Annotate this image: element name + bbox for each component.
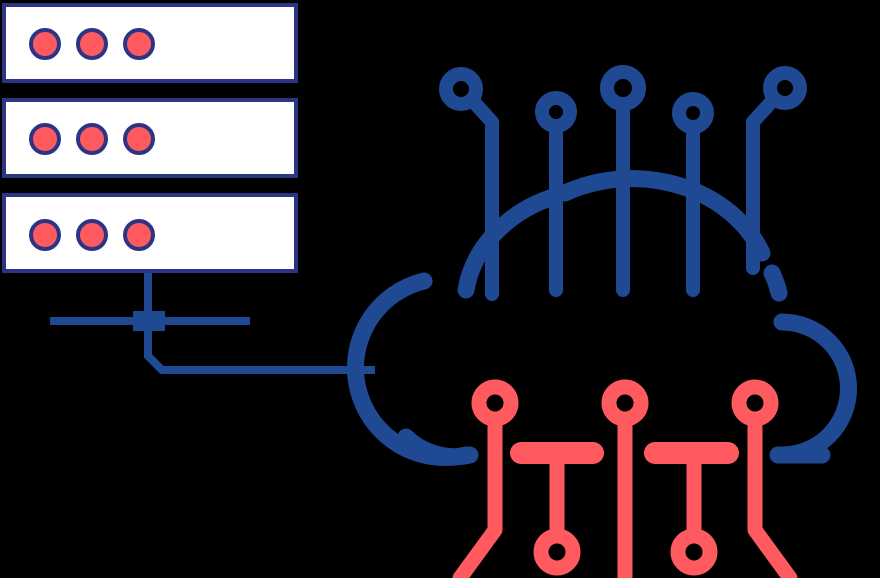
- top-pin-4[interactable]: [672, 92, 714, 297]
- cloud-uplink-line: [144, 331, 375, 374]
- bottom-pin-right-ring-icon[interactable]: [731, 379, 779, 427]
- top-pin-5[interactable]: [746, 66, 807, 275]
- cloud-bottom-left: [397, 428, 479, 466]
- network-connection: [50, 273, 375, 374]
- bottom-tee-left-ring-icon[interactable]: [533, 528, 581, 576]
- status-led-icon: [76, 123, 108, 155]
- top-pin-1[interactable]: [439, 67, 499, 301]
- bottom-pin-left[interactable]: [452, 379, 519, 578]
- status-led-icon: [29, 123, 61, 155]
- top-pin-3[interactable]: [600, 65, 646, 297]
- top-pin-3-ring-icon[interactable]: [600, 65, 646, 111]
- cloud-right-shoulder: [763, 264, 788, 302]
- top-pin-2-ring-icon[interactable]: [535, 91, 577, 133]
- bottom-tee-left[interactable]: [510, 442, 604, 576]
- bottom-pin-center-ring-icon[interactable]: [601, 379, 649, 427]
- bottom-tee-right[interactable]: [644, 442, 739, 576]
- status-led-icon: [76, 219, 108, 251]
- bottom-pin-right-trace: [747, 411, 798, 578]
- rack-unit-1: [2, 3, 298, 83]
- server-rack-stack: [2, 3, 298, 273]
- rack-unit-3: [2, 193, 298, 273]
- bottom-circuit-pins: [452, 379, 798, 578]
- cloud-top-dome-left: [457, 187, 565, 299]
- status-led-icon: [123, 123, 155, 155]
- status-led-icon: [76, 28, 108, 60]
- bottom-pin-right[interactable]: [731, 379, 798, 578]
- top-pin-1-trace: [465, 93, 499, 301]
- network-node-icon[interactable]: [133, 311, 165, 331]
- cloud-right-lobe: [773, 313, 857, 464]
- status-led-icon: [29, 28, 61, 60]
- bottom-pin-center[interactable]: [601, 379, 649, 578]
- bottom-pin-left-ring-icon[interactable]: [471, 379, 519, 427]
- status-led-icon: [29, 219, 61, 251]
- cloud-top-dome-main: [556, 170, 771, 262]
- top-pin-1-ring-icon[interactable]: [439, 67, 483, 111]
- top-pin-4-ring-icon[interactable]: [672, 92, 714, 134]
- top-pin-5-ring-icon[interactable]: [763, 66, 807, 110]
- bottom-tee-right-ring-icon[interactable]: [670, 528, 718, 576]
- status-led-icon: [123, 219, 155, 251]
- top-pin-2[interactable]: [535, 91, 577, 297]
- rack-unit-2: [2, 98, 298, 178]
- bottom-pin-left-trace: [452, 411, 503, 578]
- status-led-icon: [123, 28, 155, 60]
- top-circuit-pins: [439, 65, 807, 301]
- top-pin-5-trace: [746, 92, 781, 275]
